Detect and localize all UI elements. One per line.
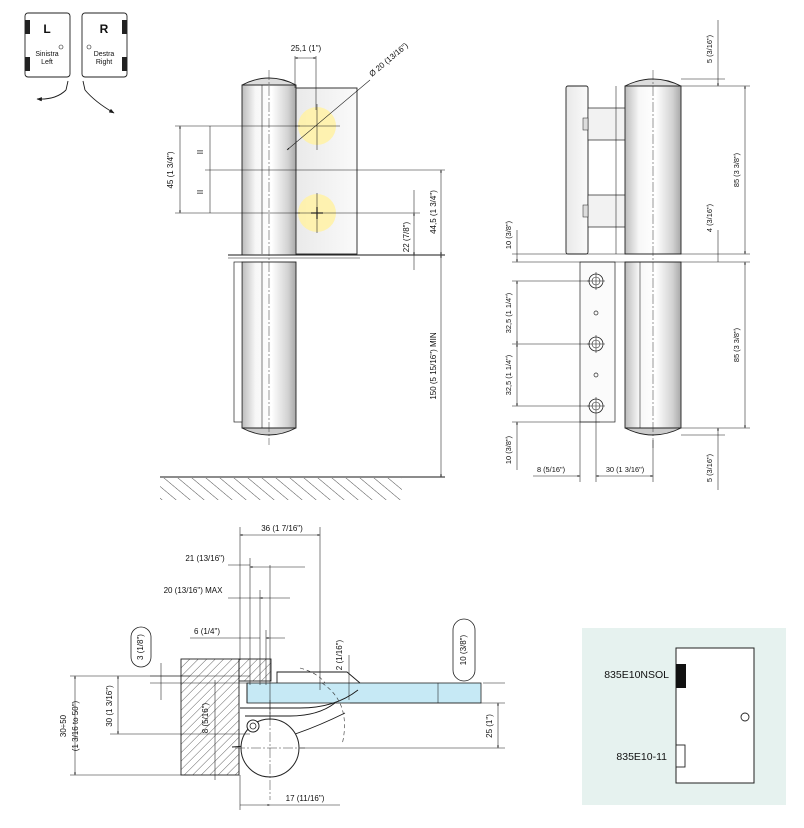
ii-top-label: II — [196, 150, 205, 154]
h85-top-label: 85 (3 3/8") — [732, 153, 741, 187]
left-label-en: Left — [41, 59, 53, 66]
right-label-en: Right — [96, 59, 112, 66]
door-handle-icon — [740, 712, 750, 722]
d21-label: 21 (13/16") — [185, 554, 225, 563]
section-view: 36 (1 7/16") 21 (13/16") 20 (13/16") MAX… — [59, 524, 505, 810]
right-label-it: Destra — [94, 51, 115, 58]
pitch-b-label: 32,5 (1 1/4") — [504, 355, 513, 395]
pitch-45-label: 45 (1 3/4") — [166, 151, 175, 188]
d8-label: 8 (5/16") — [201, 702, 210, 733]
side-view: 10 (3/8") 32,5 (1 1/4") 32,5 (1 1/4") 10… — [504, 20, 750, 490]
width-top-label: 25,1 (1") — [291, 44, 322, 53]
orientation-left-icon: L Sinistra Left — [24, 12, 71, 102]
model-panel: 835E10NSOL 835E10-11 — [582, 628, 786, 805]
d6-label: 6 (1/4") — [194, 627, 220, 636]
range-2-label: (1 3/16 to 50") — [71, 700, 80, 751]
left-label-it: Sinistra — [35, 51, 58, 58]
offset-22-label: 22 (7/8") — [402, 221, 411, 252]
d30-label: 30 (1 3/16") — [105, 685, 114, 727]
model-top-label: 835E10NSOL — [604, 669, 669, 681]
d36-label: 36 (1 7/16") — [261, 524, 303, 533]
d10-label: 10 (3/8") — [459, 634, 468, 665]
diameter-label: Ø 20 (13/16") — [368, 41, 411, 79]
gap-4-label: 4 (3/16") — [705, 204, 714, 232]
orientation-right-icon: R Destra Right — [81, 12, 128, 114]
d20-label: 20 (13/16") MAX — [164, 586, 224, 595]
floor-hatch — [160, 478, 402, 500]
bottom-10-label: 10 (3/8") — [504, 436, 513, 464]
frame-section — [180, 658, 240, 776]
top-10-label: 10 (3/8") — [504, 221, 513, 249]
ii-bottom-label: II — [196, 190, 205, 194]
offset-8-label: 8 (5/16") — [537, 465, 565, 474]
side-plate — [565, 85, 589, 255]
bottom-5-label: 5 (3/16") — [705, 454, 714, 482]
glass-pane — [246, 682, 482, 704]
top-5-label: 5 (3/16") — [705, 35, 714, 63]
d25-label: 25 (1") — [485, 714, 494, 738]
hinge-top-marker — [676, 664, 686, 688]
h85-bottom-label: 85 (3 3/8") — [732, 328, 741, 362]
min-150-label: 150 (5 15/16") MIN — [429, 332, 438, 400]
d3-label: 3 (1/8") — [136, 634, 145, 660]
height-44-label: 44,5 (1 3/4") — [429, 190, 438, 234]
d17-label: 17 (11/16") — [286, 794, 325, 803]
left-letter: L — [43, 22, 50, 36]
pitch-a-label: 32,5 (1 1/4") — [504, 293, 513, 333]
right-letter: R — [100, 22, 109, 36]
model-bottom-label: 835E10-11 — [616, 751, 667, 763]
range-1-label: 30÷50 — [59, 714, 68, 737]
hinge-bottom-marker — [675, 744, 686, 768]
front-view: Ø 20 (13/16") 25,1 (1") 45 (1 3/4") II I… — [160, 41, 445, 500]
offset-30-label: 30 (1 3/16") — [606, 465, 644, 474]
d2-label: 2 (1/16") — [335, 639, 344, 670]
